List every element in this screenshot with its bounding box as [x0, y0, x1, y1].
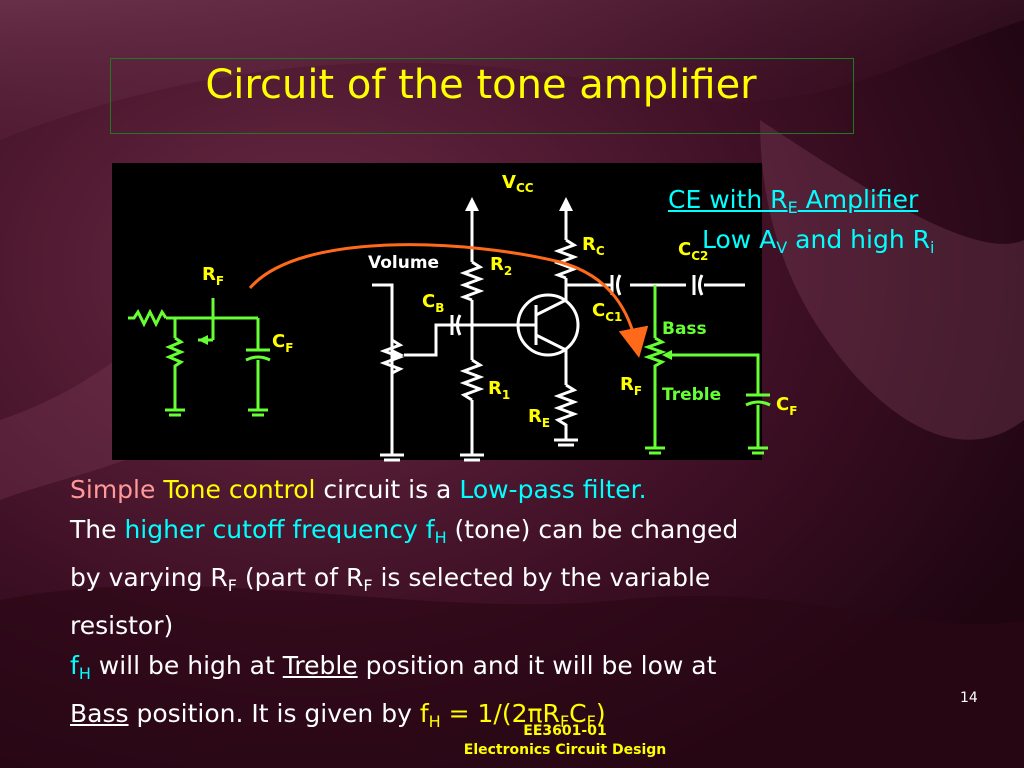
title-frame: [110, 58, 854, 134]
connection-arrow: [248, 243, 649, 358]
rf-left-label: RF: [202, 264, 224, 288]
r2-label: R2: [490, 254, 512, 278]
cb-label: CB: [422, 291, 444, 315]
text-line-1: Simple Tone control circuit is a Low-pas…: [70, 475, 647, 504]
explanation-text: Simple Tone control circuit is a Low-pas…: [70, 470, 970, 742]
text-line-6: Bass position. It is given by fH = 1/(2π…: [70, 699, 606, 731]
r1-resistor: [459, 358, 485, 402]
slide-title: Circuit of the tone amplifier: [205, 62, 757, 108]
volume-label: Volume: [368, 253, 439, 273]
rc-resistor: [553, 238, 579, 280]
vcc-label: VCC: [502, 172, 534, 195]
ce-note-line1: CE with RE Amplifier: [668, 185, 919, 217]
cc2-label: CC2: [678, 239, 708, 263]
cc1-label: CC1: [592, 300, 622, 324]
course-name: Electronics Circuit Design: [463, 742, 667, 758]
vcc-arrows: [465, 197, 573, 211]
text-line-4: resistor): [70, 611, 174, 640]
amp-grounds: [380, 438, 578, 462]
ce-note-line2: Low AV and high Ri: [702, 225, 935, 257]
ce-amplifier-note: CE with RE Amplifier Low AV and high Ri: [668, 184, 934, 264]
bass-label: Bass: [662, 319, 707, 339]
treble-label: Treble: [662, 385, 721, 405]
tone-network-left: [128, 298, 271, 417]
cf-right-label: CF: [776, 394, 797, 418]
tone-network-right: [643, 285, 771, 455]
text-line-5: fH will be high at Treble position and i…: [70, 651, 717, 683]
re-resistor: [553, 383, 579, 440]
amplifier-stage: [372, 210, 745, 455]
r2-resistor: [459, 260, 485, 302]
text-line-2: The higher cutoff frequency fH (tone) ca…: [70, 515, 739, 547]
course-code: EE3601-01: [523, 723, 607, 739]
page-number: 14: [960, 690, 978, 706]
cf-left-label: CF: [272, 331, 293, 355]
text-line-3: by varying RF (part of RF is selected by…: [70, 563, 711, 595]
re-label: RE: [528, 406, 550, 430]
r1-label: R1: [488, 378, 510, 402]
rc-label: RC: [582, 234, 605, 258]
rf-right-label: RF: [620, 374, 642, 398]
footer: EE3601-01 Electronics Circuit Design: [380, 722, 750, 760]
